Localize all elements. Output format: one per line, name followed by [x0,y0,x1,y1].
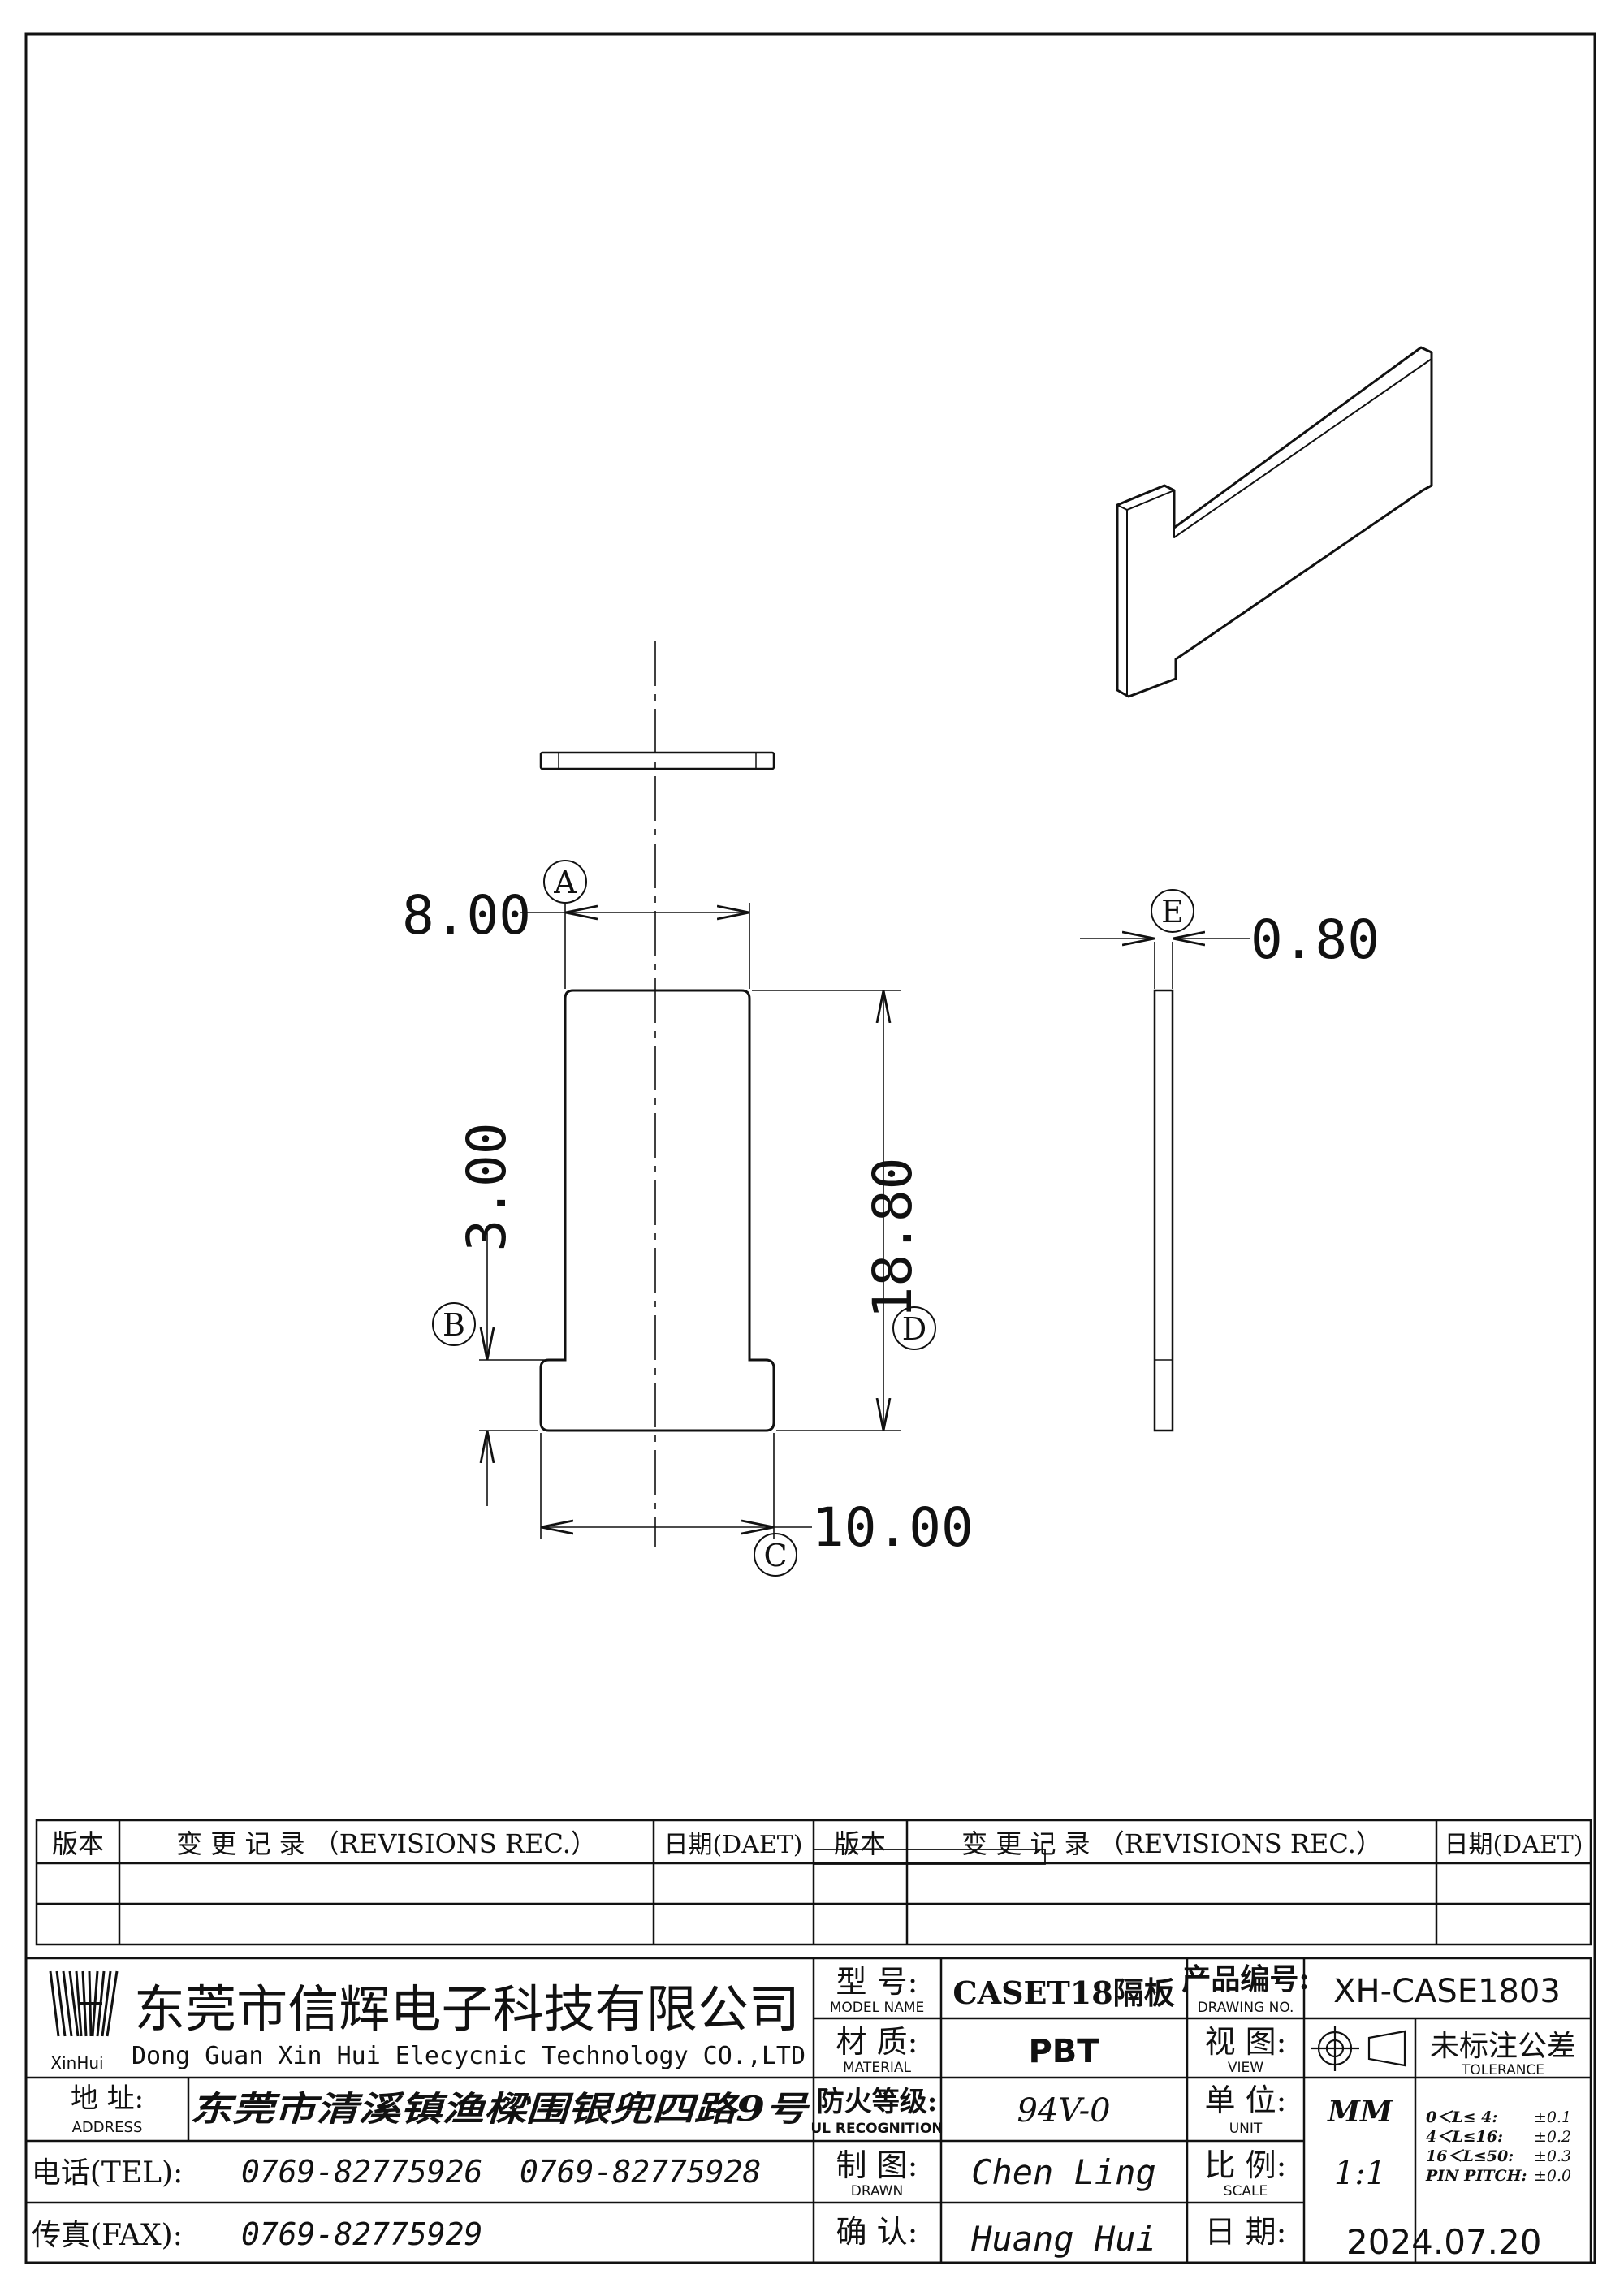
drawn-value: Chen Ling [971,2152,1156,2192]
rev-left-version: 版本 [52,1828,104,1859]
revision-stamp-mark [813,1849,1046,1865]
tolerance-title: 未标注公差 [1430,2030,1576,2063]
balloon-b: B [443,1307,465,1343]
rev-right-version: 版本 [834,1828,886,1859]
unit-label: 单 位: [1205,2082,1287,2118]
balloons: A B C D E [432,860,1194,1577]
tel-label: 电话(TEL): [32,2156,183,2190]
date-value: 2024.07.20 [1346,2222,1541,2262]
dim-total-height: 18.80 [862,1158,924,1319]
date-label: 日 期: [1205,2214,1287,2250]
rev-left-date: 日期(DAET) [663,1831,802,1859]
sheet-border [24,32,1596,2264]
address-label-en: ADDRESS [72,2119,143,2136]
fire-value: 94V-0 [1017,2092,1110,2130]
tolerance-range-4: PIN PITCH: [1425,2167,1527,2185]
tolerance-value-4: ±0.0 [1534,2167,1571,2185]
tolerance-value-2: ±0.2 [1534,2128,1571,2146]
material-label-en: MATERIAL [843,2060,912,2076]
fire-label: 防火等级: [817,2086,938,2118]
tolerance-value-1: ±0.1 [1534,2108,1571,2126]
tolerance-title-en: TOLERANCE [1461,2062,1544,2078]
dim-flange-height: 3.00 [456,1123,518,1252]
material-value: PBT [1028,2033,1099,2070]
fax-value: 0769-82775929 [241,2216,482,2252]
rev-right-changes: 变 更 记 录 （REVISIONS REC.） [961,1828,1382,1859]
drawingno-label: 产品编号: [1181,1962,1309,1996]
dimensions [479,903,1250,1539]
isometric-view [1116,346,1433,698]
company-name-cn: 东莞市信辉电子科技有限公司 [134,1979,800,2039]
drawn-label-en: DRAWN [851,2183,903,2199]
view-label: 视 图: [1205,2024,1287,2060]
tolerance-value-3: ±0.3 [1534,2147,1571,2165]
tel-value-1: 0769-82775926 [241,2154,482,2190]
balloon-c: C [763,1538,787,1573]
address-label: 地 址: [71,2082,144,2115]
drawingno-value: XH-CASE1803 [1333,1973,1561,2010]
balloon-a: A [553,865,577,900]
front-view [539,641,775,1547]
view-label-en: VIEW [1228,2060,1263,2076]
material-label: 材 质: [836,2024,918,2060]
dim-thickness: 0.80 [1250,908,1380,971]
model-label: 型 号: [836,1964,918,2000]
dimension-labels: 8.00 18.80 3.00 10.00 0.80 [402,884,1380,1559]
version-label: 版本R [1539,2270,1579,2287]
tolerance-range-3: 16＜L≤50: [1426,2147,1514,2165]
revisions-headers: 版本 变 更 记 录 （REVISIONS REC.） 日期(DAET) 版本 … [52,1828,1583,1859]
revisions-table [35,1819,1592,1946]
scale-label-en: SCALE [1224,2183,1268,2199]
rev-left-changes: 变 更 记 录 （REVISIONS REC.） [176,1828,597,1859]
confirm-label: 确 认: [836,2214,918,2250]
scale-label: 比 例: [1205,2147,1287,2183]
scale-value: 1:1 [1334,2155,1386,2192]
fax-label: 传真(FAX): [32,2219,183,2252]
title-block-grid [26,1957,1592,2263]
projection-symbol-icon [1311,2026,1406,2071]
tolerance-range-2: 4＜L≤16: [1426,2128,1503,2146]
dim-bottom-width: 10.00 [812,1496,974,1559]
side-view [1153,989,1174,1432]
balloon-e: E [1161,894,1184,930]
tolerance-list: 0＜L≤ 4: ±0.1 4＜L≤16: ±0.2 16＜L≤50: ±0.3 … [1425,2108,1571,2185]
confirm-value: Huang Hui [970,2219,1156,2259]
unit-label-en: UNIT [1229,2121,1263,2137]
version-value: A.0 [1540,2285,1577,2296]
balloon-d: D [902,1311,926,1347]
logo-caption: XinHui [50,2053,103,2073]
drawingno-label-en: DRAWING NO. [1198,2000,1294,2016]
dim-top-width: 8.00 [402,884,531,947]
tel-value-2: 0769-82775928 [520,2154,761,2190]
company-logo [49,1970,119,2037]
tolerance-range-1: 0＜L≤ 4: [1426,2108,1497,2126]
company-name-en: Dong Guan Xin Hui Elecycnic Technology C… [132,2042,806,2070]
top-view [539,751,775,770]
model-value: CASET18隔板 [952,1974,1174,2011]
address-value: 东莞市清溪镇渔樑围银兜四路9号 [190,2089,810,2129]
top-view-outline [539,751,775,770]
rev-right-date: 日期(DAET) [1444,1831,1583,1859]
side-view-outline [1153,989,1174,1432]
fire-label-en: UL RECOGNITION [810,2121,943,2137]
part-outline [539,989,775,1432]
unit-value: MM [1326,2095,1393,2129]
drawn-label: 制 图: [836,2147,918,2183]
model-label-en: MODEL NAME [830,2000,925,2016]
